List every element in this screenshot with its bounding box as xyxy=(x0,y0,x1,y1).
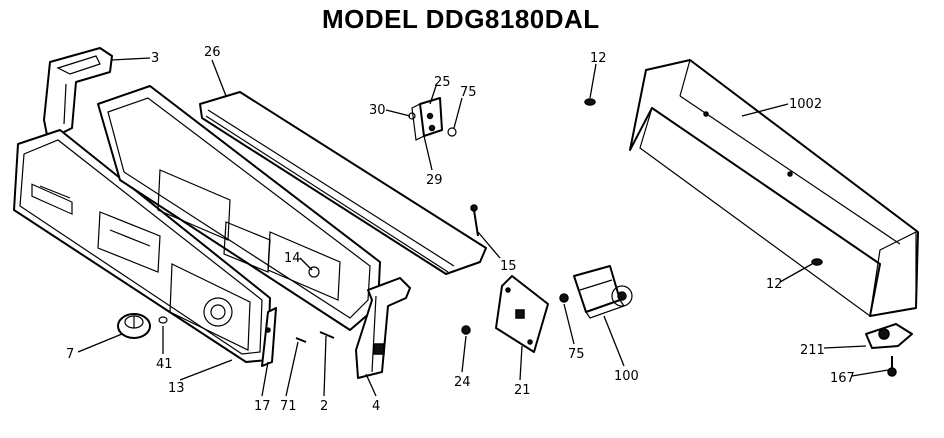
hinge-bracket-211 xyxy=(865,323,913,349)
label-12-bottom: 12 xyxy=(766,277,783,292)
label-75-top: 75 xyxy=(460,85,477,100)
label-4: 4 xyxy=(372,399,380,414)
diagram-title: MODEL DDG8180DAL xyxy=(322,4,600,34)
label-12-top: 12 xyxy=(590,51,607,66)
control-panel-front xyxy=(13,129,271,363)
bracket-assembly xyxy=(408,97,443,141)
label-7: 7 xyxy=(66,347,74,362)
label-29: 29 xyxy=(426,173,443,188)
backsplash-housing xyxy=(629,59,919,318)
label-167: 167 xyxy=(830,371,855,386)
label-1002: 1002 xyxy=(789,97,822,112)
screw-24 xyxy=(461,325,471,335)
label-13: 13 xyxy=(168,381,185,396)
clip-12-top xyxy=(584,98,596,106)
screw-75-top xyxy=(447,127,457,137)
label-100: 100 xyxy=(614,369,639,384)
screw-167 xyxy=(887,356,897,377)
knob-7 xyxy=(117,313,151,339)
label-14: 14 xyxy=(284,251,301,266)
spring-41 xyxy=(158,316,168,324)
console-frame xyxy=(97,85,381,331)
label-2: 2 xyxy=(320,399,328,414)
label-30: 30 xyxy=(369,103,386,118)
part-labels: 3 26 25 75 30 29 12 1002 14 15 12 7 41 1… xyxy=(66,45,855,414)
label-75-bottom: 75 xyxy=(568,347,585,362)
label-17: 17 xyxy=(254,399,271,414)
leader-lines xyxy=(77,57,889,397)
end-cap-left xyxy=(43,47,113,141)
screw-2 xyxy=(319,331,335,339)
label-25: 25 xyxy=(434,75,451,90)
screw-75-bottom xyxy=(559,293,569,303)
label-3: 3 xyxy=(151,51,159,66)
label-211: 211 xyxy=(800,343,825,358)
label-15: 15 xyxy=(500,259,517,274)
clip-12-bottom xyxy=(811,258,823,266)
label-26: 26 xyxy=(204,45,221,60)
screw-71 xyxy=(295,337,307,343)
label-24: 24 xyxy=(454,375,471,390)
mounting-plate xyxy=(495,275,549,353)
label-71: 71 xyxy=(280,399,297,414)
end-cap-right xyxy=(355,277,411,379)
screw-15 xyxy=(470,204,479,237)
label-41: 41 xyxy=(156,357,173,372)
timer-motor xyxy=(573,265,633,319)
label-21: 21 xyxy=(514,383,531,398)
switch-17 xyxy=(261,307,277,367)
trim-strip xyxy=(199,91,487,275)
